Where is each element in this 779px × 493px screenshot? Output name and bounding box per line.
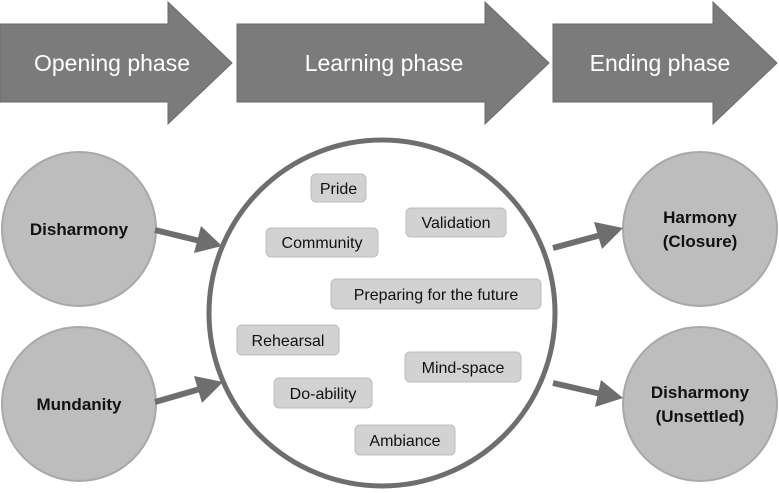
- connector-arrow-disharmony-in: [154, 226, 222, 253]
- theme-label-pride: Pride: [320, 181, 357, 198]
- theme-label-community: Community: [282, 235, 363, 252]
- theme-label-preparing: Preparing for the future: [354, 287, 519, 304]
- phase-label-ending: Ending phase: [590, 50, 731, 76]
- phase-arrow-opening: Opening phase: [0, 0, 233, 126]
- theme-chip-ambiance: Ambiance: [354, 424, 456, 456]
- connector-arrow-disharmony-out: [552, 380, 623, 407]
- theme-chip-rehearsal: Rehearsal: [236, 324, 340, 356]
- outcome-label-disharmony-line2: (Unsettled): [656, 407, 745, 426]
- theme-label-do-ability: Do-ability: [290, 386, 357, 403]
- theme-chip-validation: Validation: [405, 207, 507, 238]
- input-node-mundanity: Mundanity: [1, 326, 157, 482]
- outcome-label-harmony-line2: (Closure): [663, 232, 738, 251]
- input-label-disharmony: Disharmony: [30, 220, 129, 239]
- input-node-disharmony: Disharmony: [1, 151, 157, 307]
- theme-label-validation: Validation: [421, 215, 490, 232]
- theme-label-ambiance: Ambiance: [369, 433, 440, 450]
- input-label-mundanity: Mundanity: [37, 395, 123, 414]
- theme-chip-preparing: Preparing for the future: [330, 278, 542, 310]
- outcome-label-harmony-line1: Harmony: [663, 208, 737, 227]
- outcome-label-disharmony-line1: Disharmony: [651, 383, 750, 402]
- theme-chip-community: Community: [265, 227, 379, 258]
- outcome-node-harmony: Harmony (Closure): [622, 151, 778, 307]
- phase-label-opening: Opening phase: [34, 50, 190, 76]
- theme-label-mind-space: Mind-space: [422, 360, 505, 377]
- phase-arrow-learning: Learning phase: [236, 0, 550, 126]
- theme-chip-do-ability: Do-ability: [273, 377, 373, 409]
- connector-arrow-mundanity-in: [154, 376, 223, 405]
- theme-label-rehearsal: Rehearsal: [252, 333, 325, 350]
- theme-chip-mind-space: Mind-space: [404, 351, 522, 383]
- outcome-node-disharmony: Disharmony (Unsettled): [622, 326, 778, 482]
- phase-arrow-ending: Ending phase: [552, 0, 778, 126]
- theme-chip-pride: Pride: [310, 173, 367, 203]
- phase-label-learning: Learning phase: [305, 50, 464, 76]
- connector-arrow-harmony-out: [552, 222, 623, 251]
